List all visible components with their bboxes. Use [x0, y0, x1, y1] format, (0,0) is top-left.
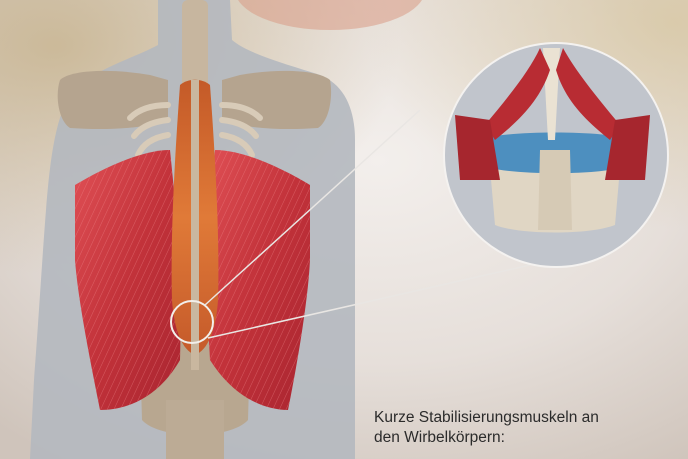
caption-line-2: den Wirbelkörpern:: [374, 428, 674, 448]
caption: Kurze Stabilisierungsmuskeln an den Wirb…: [374, 408, 674, 448]
vertebra-detail-inset: [444, 43, 668, 267]
caption-line-1: Kurze Stabilisierungsmuskeln an: [374, 408, 674, 428]
spine-center: [191, 80, 199, 370]
